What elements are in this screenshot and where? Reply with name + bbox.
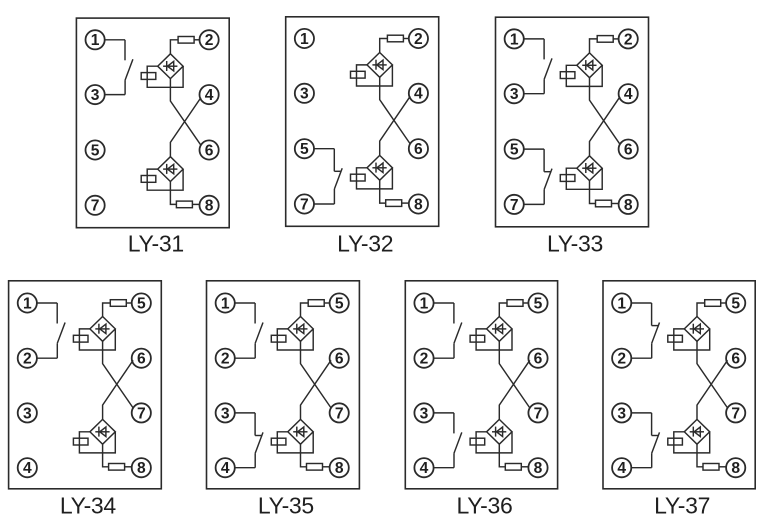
svg-text:LY-34: LY-34 [60, 493, 117, 519]
svg-text:2: 2 [617, 351, 626, 368]
svg-text:5: 5 [510, 142, 519, 159]
svg-text:1: 1 [510, 31, 519, 48]
svg-text:3: 3 [510, 86, 519, 103]
svg-text:1: 1 [300, 31, 309, 48]
svg-text:LY-37: LY-37 [654, 493, 710, 519]
svg-text:1: 1 [91, 32, 100, 49]
svg-text:3: 3 [300, 86, 309, 103]
svg-text:8: 8 [137, 460, 146, 477]
svg-text:5: 5 [137, 295, 146, 312]
svg-text:4: 4 [221, 460, 230, 477]
svg-text:5: 5 [91, 142, 100, 159]
svg-text:3: 3 [91, 87, 100, 104]
svg-text:1: 1 [420, 295, 429, 312]
svg-text:5: 5 [335, 295, 344, 312]
svg-text:7: 7 [300, 196, 309, 213]
svg-text:4: 4 [617, 460, 626, 477]
svg-text:6: 6 [335, 351, 344, 368]
svg-text:7: 7 [510, 197, 519, 214]
svg-text:2: 2 [23, 351, 32, 368]
svg-text:4: 4 [23, 460, 32, 477]
svg-text:7: 7 [534, 405, 543, 422]
svg-text:LY-36: LY-36 [456, 493, 512, 519]
svg-text:4: 4 [624, 86, 633, 103]
svg-text:5: 5 [300, 141, 309, 158]
svg-text:6: 6 [731, 351, 740, 368]
svg-text:6: 6 [534, 351, 543, 368]
svg-text:6: 6 [137, 351, 146, 368]
svg-text:6: 6 [624, 142, 633, 159]
svg-text:LY-35: LY-35 [258, 493, 314, 519]
svg-text:4: 4 [205, 87, 214, 104]
svg-text:2: 2 [221, 351, 230, 368]
svg-text:5: 5 [534, 295, 543, 312]
svg-text:6: 6 [414, 141, 423, 158]
svg-text:2: 2 [420, 351, 429, 368]
svg-text:2: 2 [414, 31, 423, 48]
svg-text:7: 7 [731, 405, 740, 422]
svg-text:8: 8 [534, 460, 543, 477]
svg-text:LY-31: LY-31 [128, 231, 184, 257]
svg-text:2: 2 [624, 31, 633, 48]
svg-text:7: 7 [91, 198, 100, 215]
svg-text:6: 6 [205, 142, 214, 159]
svg-text:1: 1 [23, 295, 32, 312]
svg-text:7: 7 [137, 405, 146, 422]
svg-text:8: 8 [731, 460, 740, 477]
svg-text:2: 2 [205, 32, 214, 49]
svg-text:7: 7 [335, 405, 344, 422]
svg-text:8: 8 [414, 196, 423, 213]
svg-text:5: 5 [731, 295, 740, 312]
svg-text:4: 4 [420, 460, 429, 477]
svg-text:8: 8 [335, 460, 344, 477]
svg-text:3: 3 [221, 405, 230, 422]
svg-text:3: 3 [420, 405, 429, 422]
svg-text:1: 1 [617, 295, 626, 312]
svg-text:LY-32: LY-32 [337, 231, 393, 257]
svg-text:8: 8 [205, 198, 214, 215]
svg-text:LY-33: LY-33 [547, 231, 603, 257]
svg-text:4: 4 [414, 86, 423, 103]
svg-text:1: 1 [221, 295, 230, 312]
svg-text:8: 8 [624, 197, 633, 214]
svg-text:3: 3 [617, 405, 626, 422]
svg-text:3: 3 [23, 405, 32, 422]
